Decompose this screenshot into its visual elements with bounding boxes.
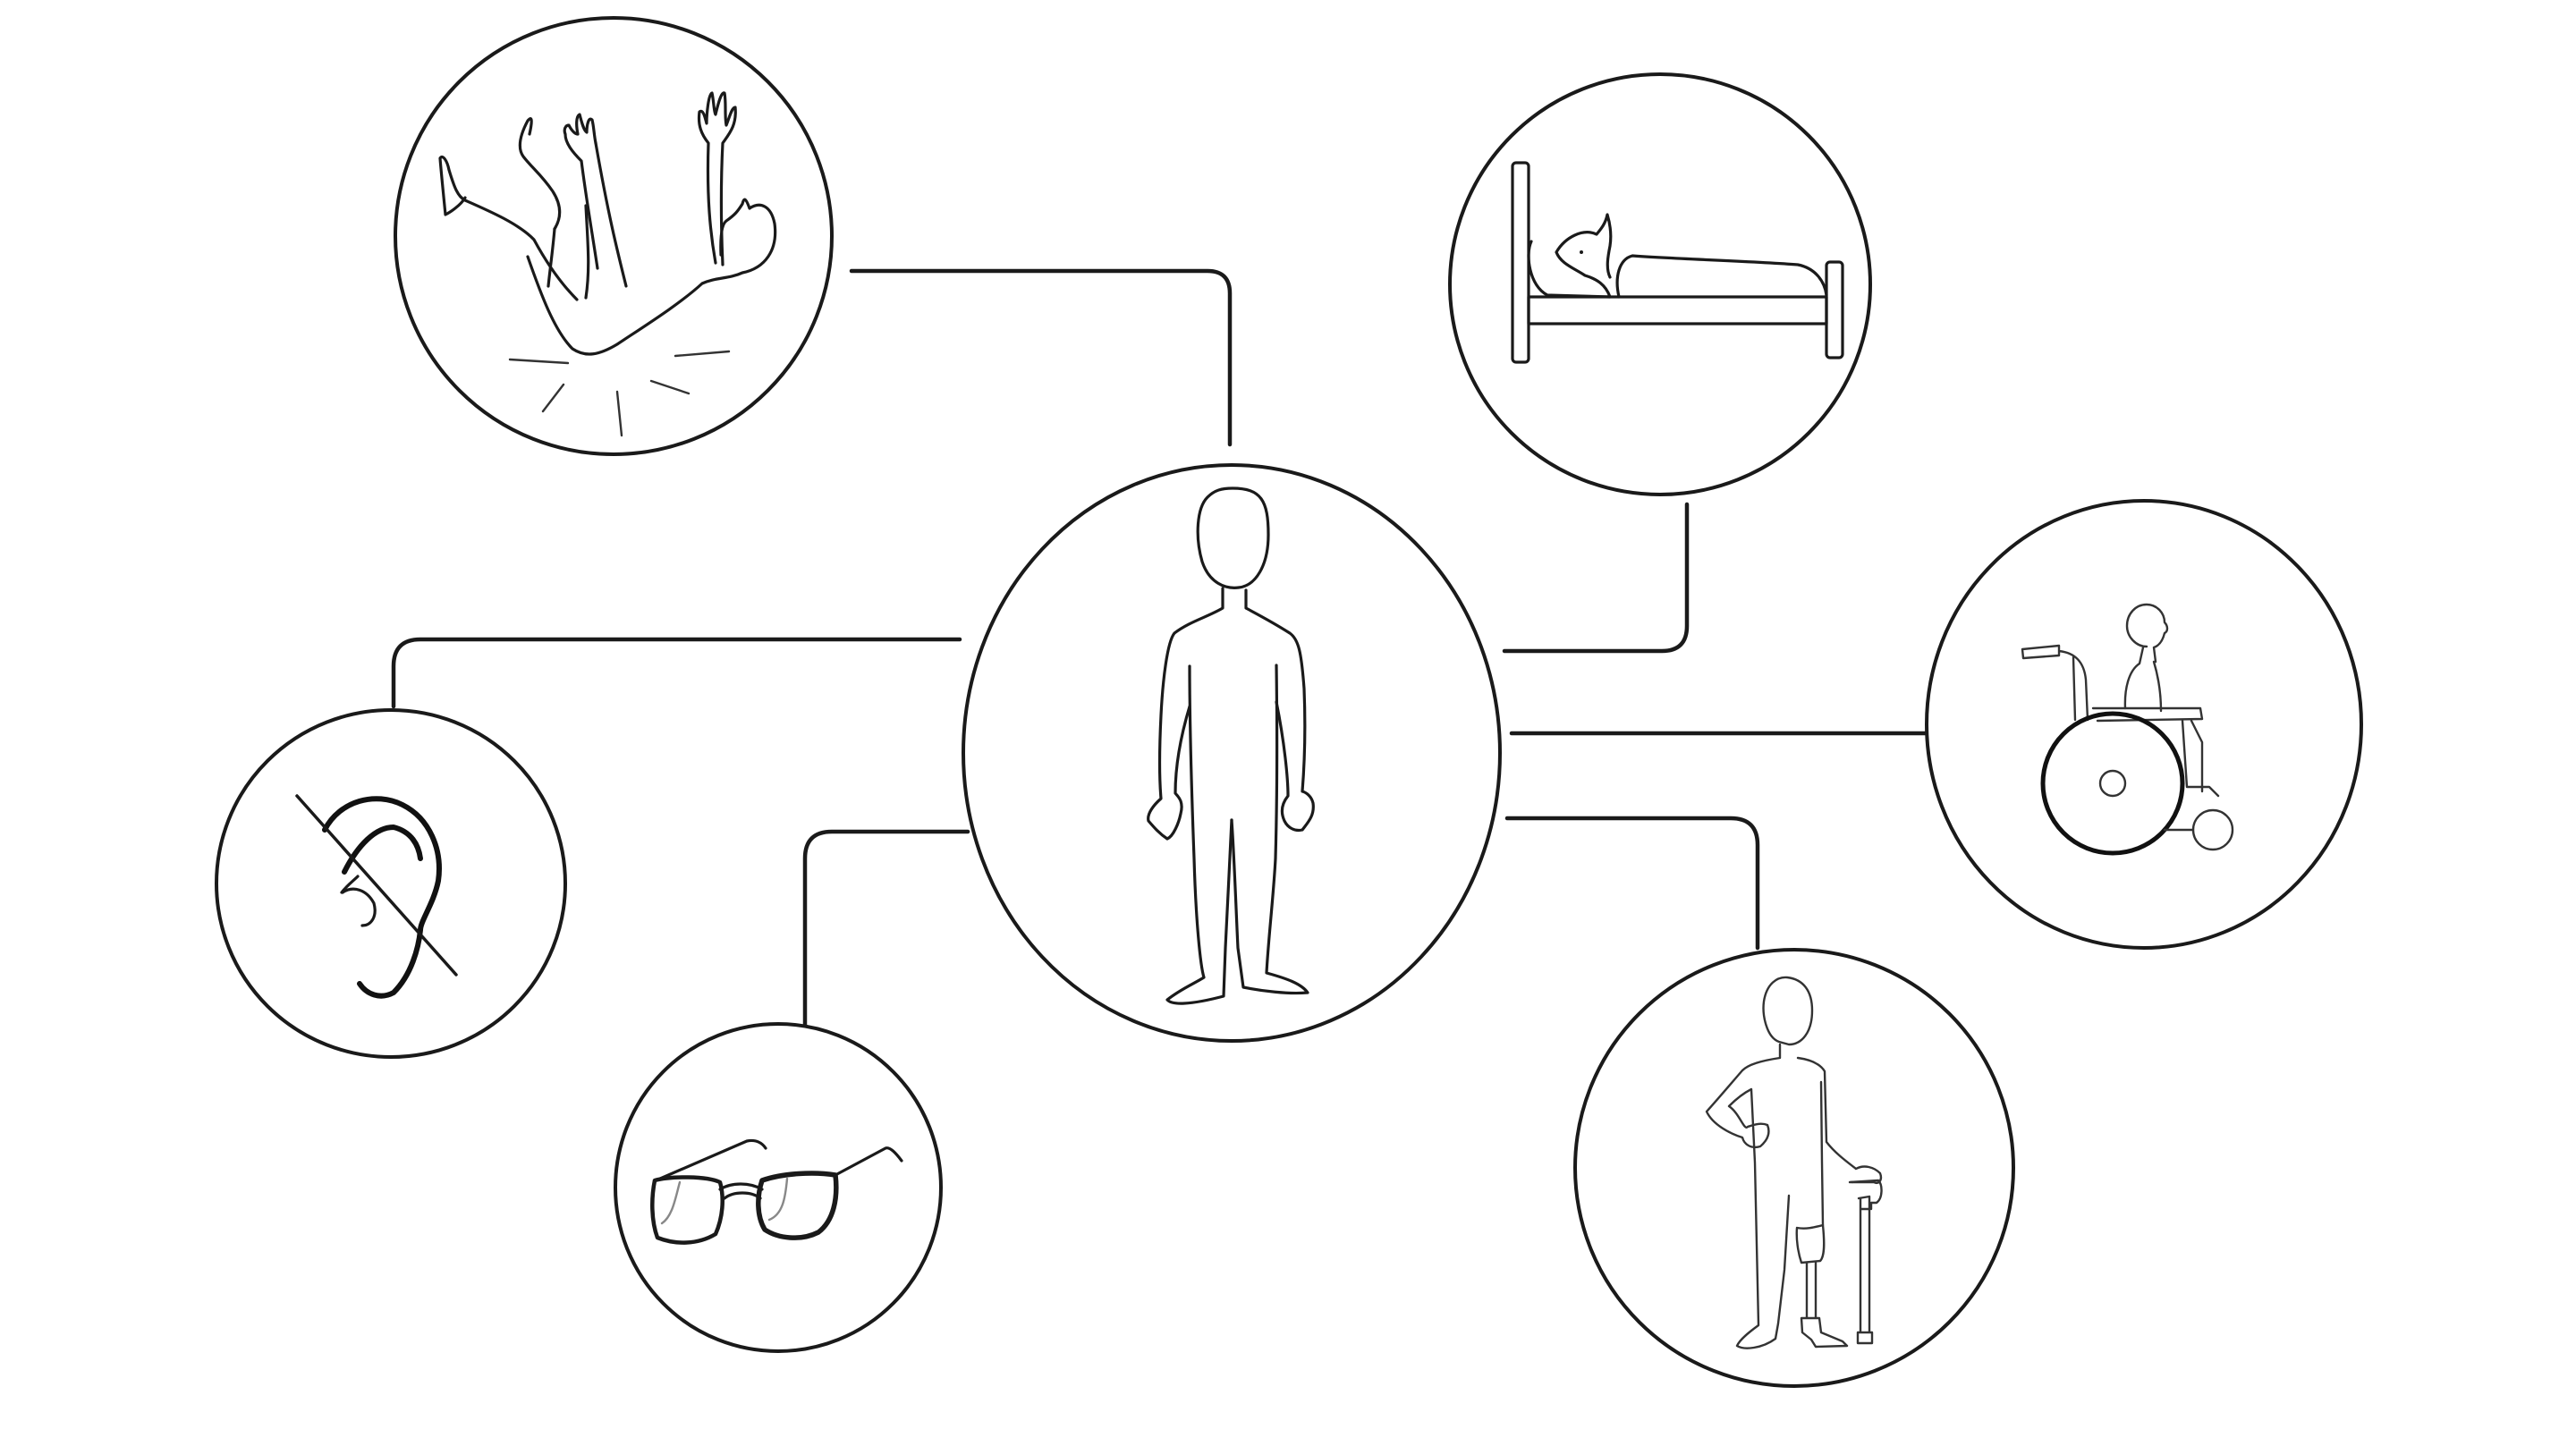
node-ring bbox=[1448, 72, 1872, 496]
node-vision[interactable]: Eyeglasses (vision impairment) bbox=[614, 1022, 943, 1353]
person-icon bbox=[1147, 486, 1315, 1005]
connector-prosthetic bbox=[1504, 816, 1760, 951]
connector-fall bbox=[849, 268, 1233, 447]
node-ring bbox=[962, 463, 1502, 1043]
node-bedridden[interactable]: Person lying in bed (illness) bbox=[1448, 72, 1872, 496]
node-wheelchair[interactable]: Person in wheelchair bbox=[1925, 499, 2363, 950]
node-prosthetic[interactable]: Person with prosthetic leg and cane bbox=[1573, 948, 2015, 1388]
connector-hearing bbox=[391, 637, 962, 709]
node-hearing[interactable]: Hearing impairment (crossed-out ear) bbox=[215, 708, 567, 1059]
connector-vision bbox=[802, 829, 970, 1027]
prosthetic-leg-icon bbox=[1705, 976, 1883, 1349]
connector-bedridden bbox=[1502, 502, 1690, 654]
glasses-icon bbox=[650, 1138, 903, 1245]
node-ring bbox=[1925, 499, 2363, 950]
node-ring bbox=[614, 1022, 943, 1353]
node-ring bbox=[1573, 948, 2015, 1388]
node-person[interactable]: Standing person bbox=[962, 463, 1502, 1043]
bed-icon bbox=[1511, 161, 1844, 364]
node-fall[interactable]: Falling person (injury) bbox=[394, 16, 834, 456]
falling-person-icon bbox=[438, 91, 777, 437]
deaf-ear-icon bbox=[295, 794, 458, 999]
connectors bbox=[391, 268, 1931, 1027]
wheelchair-icon bbox=[2021, 603, 2234, 856]
node-ring bbox=[215, 708, 567, 1059]
